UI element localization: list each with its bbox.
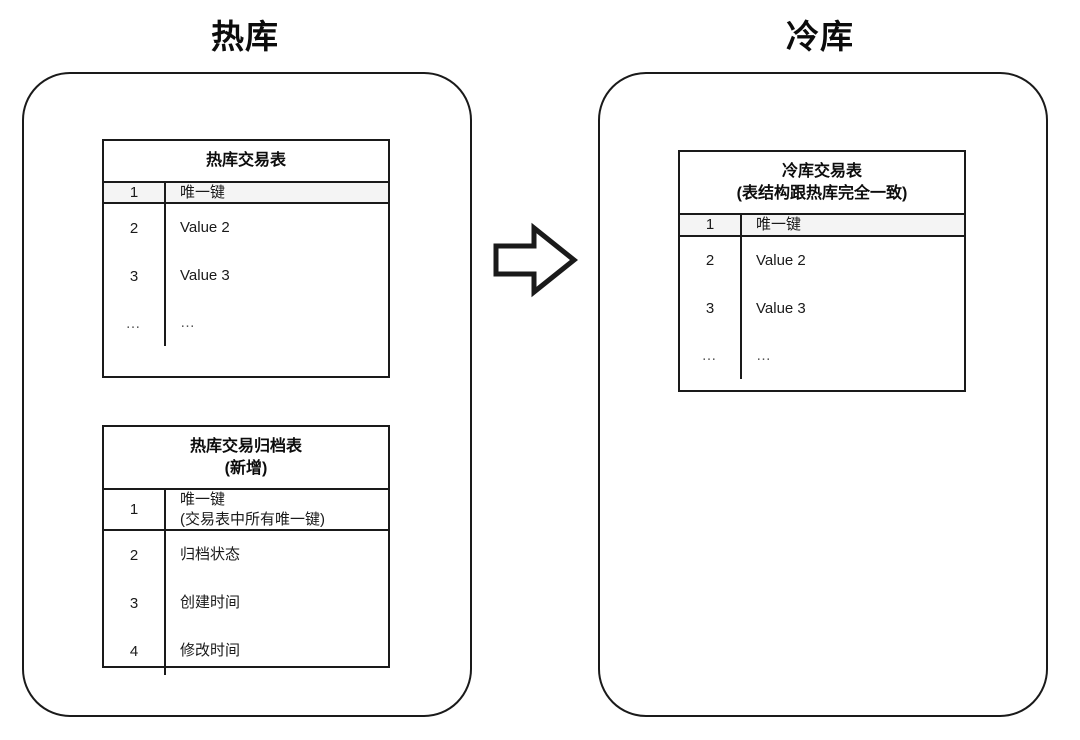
table-row: 2 归档状态 — [104, 531, 388, 580]
row-value-text: … — [180, 314, 197, 332]
row-index: 3 — [680, 284, 742, 333]
right-arrow-shape — [493, 222, 579, 298]
row-value-text: 创建时间 — [180, 594, 241, 612]
row-value: … — [166, 300, 388, 346]
table-row: 1 唯一键 — [104, 182, 388, 205]
row-value: Value 2 — [742, 237, 964, 285]
hot-archive-table-title: 热库交易归档表 — [189, 438, 302, 455]
row-index: 1 — [104, 490, 166, 530]
table-row: … … — [104, 300, 388, 347]
right-arrow-icon — [493, 222, 579, 298]
row-value-text: 修改时间 — [180, 642, 241, 660]
row-value-note: (交易表中所有唯一键) — [180, 510, 325, 528]
row-value: 唯一键 — [742, 215, 964, 235]
cold-transaction-table-title: 冷库交易表 — [781, 163, 862, 180]
row-value-text: Value 3 — [180, 267, 230, 285]
hot-archive-table-body: 1 唯一键 (交易表中所有唯一键) 2 归档状态 3 创建时间 4 — [104, 490, 388, 676]
table-row: 3 Value 3 — [680, 284, 964, 333]
hot-store-title: 热库 — [211, 18, 279, 55]
row-index: 1 — [680, 215, 742, 235]
hot-transaction-table-title: 热库交易表 — [205, 152, 286, 169]
row-value-text: Value 2 — [180, 219, 230, 237]
table-row: … … — [680, 332, 964, 379]
row-value-text: … — [756, 346, 773, 364]
table-row: 1 唯一键 — [680, 215, 964, 237]
cold-store-title: 冷库 — [786, 18, 854, 55]
row-index: … — [104, 300, 166, 347]
row-index: 2 — [104, 204, 166, 253]
cold-transaction-table-subtitle: (表结构跟热库完全一致) — [736, 184, 908, 202]
cold-transaction-table-header: 冷库交易表 (表结构跟热库完全一致) — [680, 152, 964, 216]
row-index: … — [680, 332, 742, 379]
table-row: 2 Value 2 — [104, 204, 388, 253]
row-index: 3 — [104, 579, 166, 628]
row-value: … — [742, 333, 964, 379]
table-row: 3 Value 3 — [104, 252, 388, 301]
table-row: 4 修改时间 — [104, 627, 388, 676]
table-row: 3 创建时间 — [104, 579, 388, 628]
row-value-text: 唯一键 — [180, 183, 226, 201]
row-value: 唯一键 (交易表中所有唯一键) — [166, 490, 388, 529]
hot-transaction-table: 热库交易表 1 唯一键 2 Value 2 3 Value 3 — [102, 139, 390, 378]
cold-transaction-table: 冷库交易表 (表结构跟热库完全一致) 1 唯一键 2 Value 2 3 Val… — [678, 150, 966, 392]
row-value-text: 唯一键 — [180, 491, 226, 509]
row-index: 2 — [104, 531, 166, 580]
hot-archive-table-subtitle: (新增) — [224, 459, 268, 477]
row-value: 唯一键 — [166, 183, 388, 203]
row-value-text: 归档状态 — [180, 546, 241, 564]
row-index: 1 — [104, 182, 166, 203]
row-index: 4 — [104, 627, 166, 676]
row-value-text: 唯一键 — [756, 216, 802, 234]
row-value-text: Value 2 — [756, 251, 806, 269]
row-value: Value 3 — [742, 285, 964, 333]
hot-transaction-table-header: 热库交易表 — [104, 141, 388, 183]
table-row: 1 唯一键 (交易表中所有唯一键) — [104, 490, 388, 532]
row-value: 修改时间 — [166, 627, 388, 675]
cold-transaction-table-body: 1 唯一键 2 Value 2 3 Value 3 … — [680, 215, 964, 390]
row-value-text: Value 3 — [756, 299, 806, 317]
hot-archive-table-header: 热库交易归档表 (新增) — [104, 427, 388, 491]
row-index: 3 — [104, 252, 166, 301]
hot-transaction-table-body: 1 唯一键 2 Value 2 3 Value 3 … — [104, 182, 388, 376]
row-value: Value 3 — [166, 252, 388, 300]
row-value: 归档状态 — [166, 531, 388, 579]
hot-archive-table: 热库交易归档表 (新增) 1 唯一键 (交易表中所有唯一键) 2 归档状态 3 — [102, 425, 390, 676]
row-value: Value 2 — [166, 204, 388, 252]
row-value: 创建时间 — [166, 579, 388, 627]
row-index: 2 — [680, 236, 742, 285]
table-row: 2 Value 2 — [680, 236, 964, 285]
